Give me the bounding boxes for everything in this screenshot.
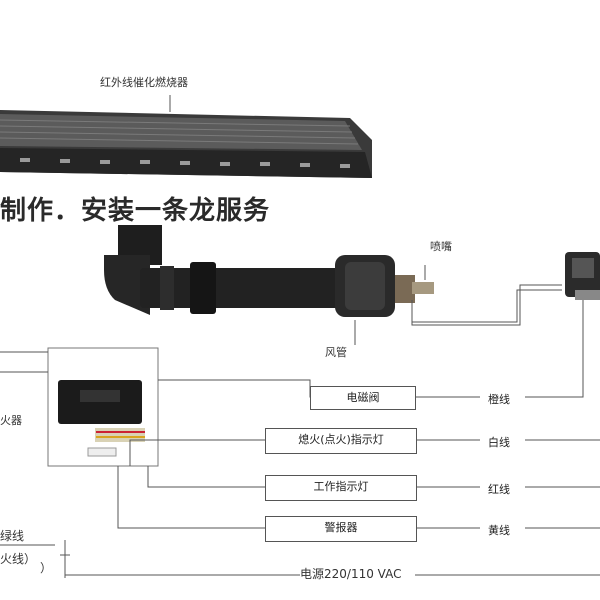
yellow-wire-label: 黄线 bbox=[488, 524, 510, 537]
flame-indicator-box: 熄火(点火)指示灯 bbox=[265, 428, 417, 454]
solenoid-valve bbox=[565, 252, 600, 300]
burner-label: 红外线催化燃烧器 bbox=[100, 76, 188, 89]
solenoid-valve-box: 电磁阀 bbox=[310, 386, 416, 410]
air-duct bbox=[335, 255, 434, 317]
wiring-lines bbox=[0, 284, 600, 578]
work-indicator-box: 工作指示灯 bbox=[265, 475, 417, 501]
orange-wire-label: 橙线 bbox=[488, 393, 510, 406]
elbow-pipe bbox=[104, 225, 340, 315]
white-wire-label: 白线 bbox=[488, 436, 510, 449]
power-label: 电源220/110 VAC bbox=[300, 567, 402, 581]
red-wire-label: 红线 bbox=[488, 483, 510, 496]
fire-wire-label: 火线） bbox=[0, 552, 37, 566]
green-wire-label: 绿线 bbox=[0, 529, 25, 543]
air-duct-label: 风管 bbox=[325, 346, 347, 359]
alarm-box: 警报器 bbox=[265, 516, 417, 542]
igniter-controller bbox=[47, 347, 159, 467]
service-banner: 制作．安装一条龙服务 bbox=[0, 196, 271, 226]
nozzle-label: 喷嘴 bbox=[430, 240, 452, 253]
controller-label: 火器 bbox=[0, 414, 22, 427]
paren-label: ） bbox=[40, 561, 53, 575]
infrared-burner bbox=[0, 95, 372, 178]
